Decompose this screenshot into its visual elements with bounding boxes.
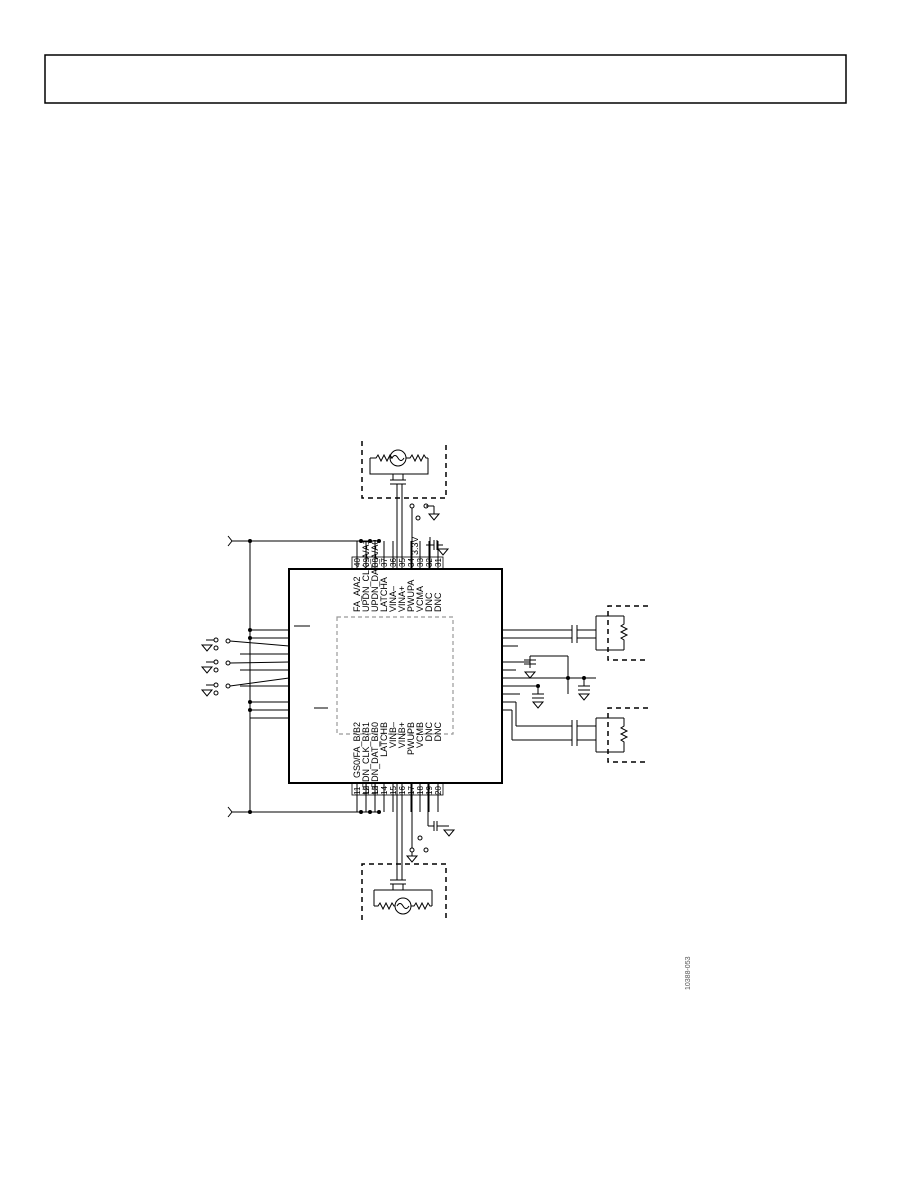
- supply-label: 3.3V: [410, 536, 420, 555]
- top-pin-number: 36: [389, 558, 398, 567]
- header-box: [44, 54, 847, 104]
- bottom-pin-number: 15: [389, 786, 398, 795]
- bottom-pwup-switch: [405, 783, 429, 863]
- bottom-pin-label: VINB–: [388, 722, 398, 748]
- bottom-pin-number: 13: [371, 786, 380, 795]
- bottom-left-rail: [227, 806, 381, 818]
- top-pin-number: 33: [416, 558, 425, 567]
- top-pin-label: PWUPA: [406, 580, 416, 612]
- top-pin-label: VINA–: [388, 586, 398, 612]
- bottom-pin-label: LATCHB: [379, 722, 389, 757]
- right-vcm-network: [502, 645, 596, 709]
- top-pin-label: FA_A/A2: [352, 576, 362, 612]
- bottom-pin-number: 12: [362, 786, 371, 795]
- top-pwup-switch: [409, 503, 441, 569]
- right-output-b: [502, 701, 648, 763]
- top-pin-number: 31: [434, 558, 443, 567]
- top-pin-number: 38: [371, 558, 380, 567]
- bottom-pin-label: DNC: [433, 722, 443, 742]
- top-pin-number: 39: [362, 558, 371, 567]
- top-pin-number: 37: [380, 558, 389, 567]
- ic-inner-dashed-box: [336, 616, 454, 735]
- left-side-connections: [200, 628, 290, 719]
- bottom-pin-label: DNC: [424, 722, 434, 742]
- bottom-pin-number: 14: [380, 786, 389, 795]
- figure-id: 10388-053: [685, 956, 692, 990]
- top-vcm-capacitor: [426, 537, 450, 569]
- top-pin-label: VCMA: [415, 586, 425, 612]
- bottom-pin-label: UPDN_DAT_B/B0: [370, 722, 380, 794]
- top-pin-label: UPDN_CLK_A/A1: [361, 539, 371, 612]
- top-pin-label: UPDN_DAT_A/A0: [370, 540, 380, 612]
- top-pin-label: DNC: [433, 592, 443, 612]
- top-signal-source: [361, 441, 447, 569]
- top-pin-label: VINA+: [397, 586, 407, 612]
- bottom-vcm-capacitor: [427, 783, 456, 837]
- bottom-pin-number: 11: [353, 786, 362, 795]
- bottom-pin-number: 19: [425, 786, 434, 795]
- top-pin-label: LATCHA: [379, 577, 389, 612]
- bottom-pin-number: 18: [416, 786, 425, 795]
- bottom-pin-label: UPDN_CLK_B/B1: [361, 722, 371, 795]
- bottom-pin-label: VINB+: [397, 722, 407, 748]
- bottom-signal-source: [361, 783, 447, 920]
- bottom-pin-number: 20: [434, 786, 443, 795]
- top-pin-label: DNC: [424, 592, 434, 612]
- right-output-a: [502, 605, 648, 661]
- bottom-pin-label: GS0/FA_B/B2: [352, 722, 362, 778]
- top-pin-number: 40: [353, 558, 362, 567]
- top-left-rail: [227, 535, 381, 812]
- bottom-pin-label: VCMB: [415, 722, 425, 748]
- bottom-pin-label: PWUPB: [406, 722, 416, 755]
